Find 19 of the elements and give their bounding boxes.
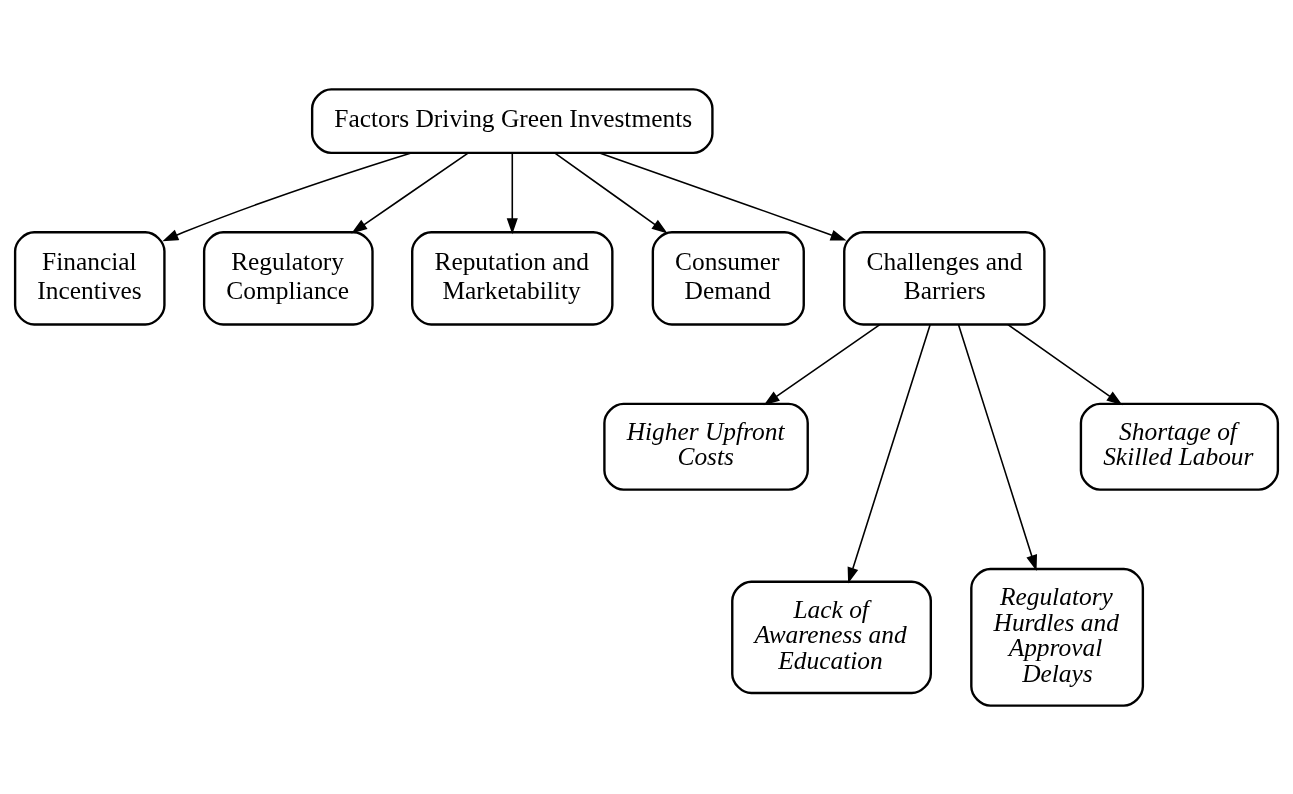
arrow: [506, 151, 518, 234]
arrow: [162, 151, 412, 241]
node-box: Reputation and Marketability: [411, 230, 614, 326]
node-box: Regulatory Hurdles and Approval Delays: [970, 567, 1145, 707]
arrow: [554, 151, 668, 233]
node-box: Financial Incentives: [13, 230, 166, 326]
node-box: Factors Driving Green Investments: [310, 87, 714, 154]
node-box: Shortage of Skilled Labour: [1079, 402, 1280, 491]
arrow: [763, 323, 881, 405]
node-box: Consumer Demand: [651, 230, 805, 326]
arrow: [351, 151, 469, 233]
arrow: [957, 323, 1038, 571]
arrow: [598, 151, 847, 241]
node-box: Lack of Awareness and Education: [731, 580, 932, 694]
node-box: Regulatory Compliance: [202, 230, 374, 326]
node-box: Higher Upfront Costs: [603, 402, 809, 491]
arrow: [1007, 323, 1123, 405]
node-box: Challenges and Barriers: [843, 230, 1046, 326]
arrow: [847, 323, 931, 583]
